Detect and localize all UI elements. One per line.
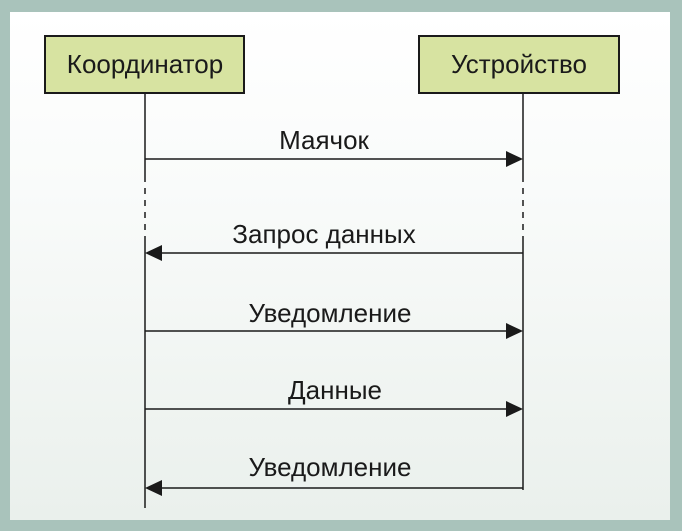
- message-beacon-label: Маячок: [279, 125, 369, 155]
- diagram-canvas: [10, 12, 670, 520]
- message-data-request-label: Запрос данных: [232, 219, 415, 249]
- participant-coordinator: Координатор: [44, 35, 245, 94]
- message-notification-1: Уведомление: [145, 298, 523, 339]
- message-notification-2-label: Уведомление: [249, 452, 412, 482]
- message-beacon: Маячок: [145, 125, 523, 167]
- arrow-right-icon: [506, 323, 523, 339]
- message-data-request: Запрос данных: [145, 219, 523, 261]
- message-notification-2: Уведомление: [145, 452, 523, 496]
- arrow-left-icon: [145, 480, 162, 496]
- participant-device-label: Устройство: [451, 49, 587, 79]
- participant-device: Устройство: [418, 35, 620, 94]
- arrow-right-icon: [506, 151, 523, 167]
- message-notification-1-label: Уведомление: [249, 298, 412, 328]
- message-data: Данные: [145, 375, 523, 417]
- participant-coordinator-label: Координатор: [67, 49, 223, 79]
- message-data-label: Данные: [288, 375, 382, 405]
- arrow-right-icon: [506, 401, 523, 417]
- arrow-left-icon: [145, 245, 162, 261]
